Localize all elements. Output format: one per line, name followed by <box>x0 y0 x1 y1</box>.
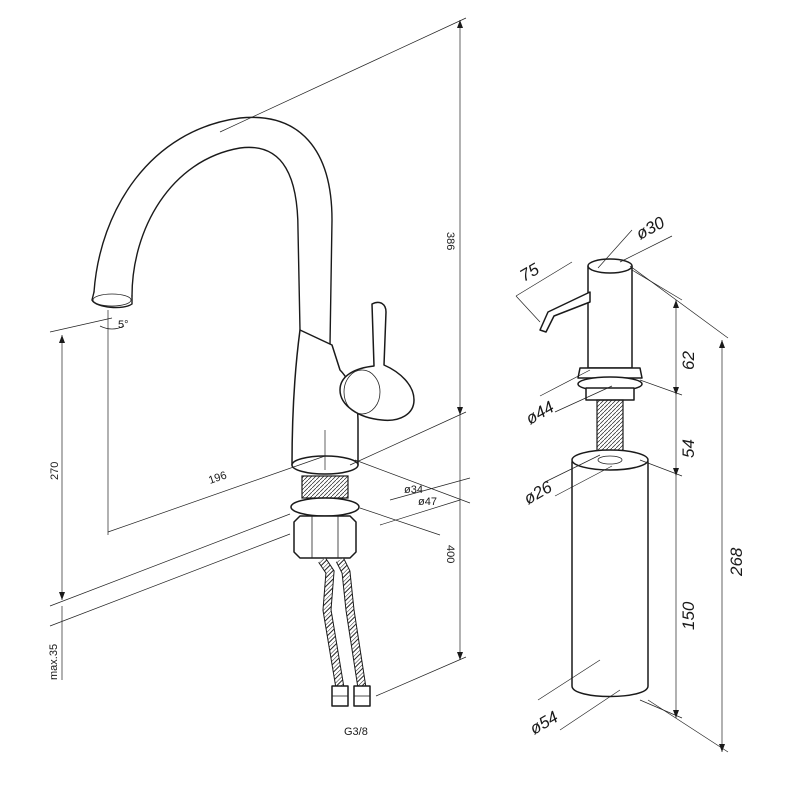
dispenser-collar <box>577 367 643 379</box>
mounting-thread <box>301 475 349 499</box>
hose-left <box>319 558 344 689</box>
lever-hub <box>343 369 381 415</box>
label-spout-height: 270 <box>49 462 61 480</box>
dispenser-thread <box>596 399 624 453</box>
label-spout-reach: 196 <box>207 470 228 487</box>
label-head-height: 62 <box>679 351 698 370</box>
faucet-drawing <box>91 116 415 707</box>
dispenser-nut <box>585 387 635 401</box>
hose-right <box>336 558 366 689</box>
faucet-dimensions <box>49 17 471 697</box>
dispenser-head-top <box>587 258 633 274</box>
label-head-diameter: ø30 <box>633 213 668 244</box>
label-nozzle-length: 75 <box>517 259 543 285</box>
dispenser-dimensions <box>515 229 729 753</box>
dispenser-drawing <box>539 258 649 698</box>
lever-handle <box>339 301 415 422</box>
label-max-countertop: max.35 <box>48 644 60 680</box>
mounting-washer <box>290 497 360 517</box>
label-spout-angle: 5° <box>118 319 129 331</box>
mounting-nut <box>293 515 357 559</box>
dispenser-head <box>587 265 633 369</box>
dispenser-bottle-top <box>571 449 649 471</box>
spout-outer <box>93 116 333 346</box>
label-height-total: 386 <box>444 232 456 250</box>
spout-tip <box>91 291 133 309</box>
label-collar-diameter: ø44 <box>523 397 558 428</box>
label-bottle-height: 150 <box>679 601 698 630</box>
spout-inner <box>131 146 301 331</box>
label-bottle-diameter: ø54 <box>527 707 562 738</box>
label-base-diameter-large: ø47 <box>418 496 437 508</box>
dispenser-nozzle <box>539 291 591 333</box>
dispenser-bottle <box>571 453 649 698</box>
label-thread-diameter: ø26 <box>521 477 556 508</box>
label-thread-length: 54 <box>679 439 698 458</box>
spout-outlet <box>92 293 132 307</box>
label-total-height: 268 <box>727 547 746 577</box>
label-hose-length: 400 <box>444 545 456 563</box>
label-thread: G3/8 <box>344 726 368 738</box>
label-base-diameter-small: ø34 <box>404 484 423 496</box>
dispenser-bottle-neck <box>597 455 623 465</box>
